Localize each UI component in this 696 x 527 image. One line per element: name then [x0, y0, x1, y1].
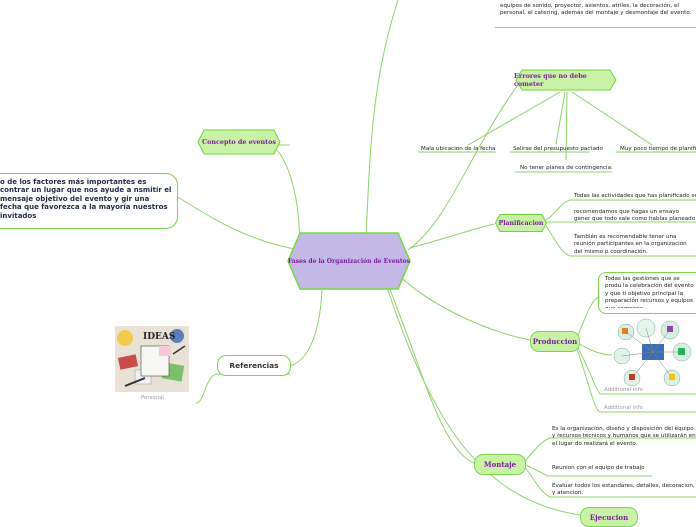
produccion-image	[612, 318, 696, 388]
produccion-additional-2[interactable]: Additional info	[604, 405, 643, 411]
errores-item-2[interactable]: Salirse del presupuesto pactado	[513, 146, 603, 152]
ideas-word: IDEAS	[143, 332, 176, 342]
concepto-callout-text: o de los factores más importantes es con…	[0, 178, 172, 220]
top-note: equipos de sonido, proyector, asientos, …	[500, 3, 692, 17]
errores-item-1[interactable]: Mala ubicacion de la fecha	[421, 146, 496, 152]
errores-item-3[interactable]: No tener planes de contingencia.	[520, 165, 613, 171]
planificacion-item-1[interactable]: Todas las actividades que has planificad…	[574, 193, 696, 199]
ideas-illustration	[115, 326, 189, 392]
montaje-item-2[interactable]: Reunion con el equipo de trabajo	[552, 465, 645, 471]
ejecucion-node[interactable]: Ejecucion	[580, 507, 638, 527]
errores-label: Errores que no debe cometer	[514, 72, 587, 88]
planificacion-shape	[494, 214, 548, 232]
network-illustration	[613, 318, 692, 387]
planificacion-label: Planificacion	[498, 219, 544, 227]
produccion-additional-1[interactable]: Additional info	[604, 387, 643, 393]
top-note-underline	[495, 27, 696, 28]
errores-node[interactable]: Errores que no debe cometer	[514, 68, 618, 92]
referencias-label: Referencias	[229, 361, 279, 370]
produccion-text: Todas las gestiones que se produ la cele…	[605, 276, 694, 308]
ejecucion-label: Ejecucion	[589, 512, 629, 522]
concepto-node[interactable]: Concepto de eventos	[196, 128, 282, 156]
concepto-label: Concepto de eventos	[202, 138, 276, 146]
produccion-node[interactable]: Produccion	[530, 331, 580, 352]
planificacion-item-2[interactable]: recomendamos que hagas un ensayo gener q…	[574, 209, 696, 223]
errores-item-4[interactable]: Muy poco tiempo de planific	[620, 146, 696, 152]
produccion-label: Produccion	[532, 337, 578, 346]
montaje-item-3[interactable]: Evaluar todos los estandares, detalles, …	[552, 483, 695, 497]
concepto-callout[interactable]	[0, 173, 178, 229]
produccion-callout[interactable]	[598, 272, 696, 314]
central-hexagon-shape	[287, 232, 411, 290]
ideas-image: IDEAS	[115, 326, 189, 392]
montaje-label: Montaje	[483, 460, 517, 469]
concepto-shape	[197, 129, 281, 155]
planificacion-node[interactable]: Planificacion	[494, 213, 548, 233]
image-caption: Personal	[141, 395, 164, 401]
montaje-node[interactable]: Montaje	[474, 454, 526, 475]
planificacion-item-3[interactable]: También es recomendable tener una reunió…	[574, 234, 687, 255]
referencias-node[interactable]: Referencias	[217, 355, 291, 376]
central-label: Fases de la Organización de Eventos	[287, 257, 411, 265]
errores-shape	[515, 69, 617, 91]
central-topic[interactable]: Fases de la Organización de Eventos	[286, 231, 412, 291]
montaje-item-1[interactable]: Es la organización, diseño y disposición…	[552, 426, 696, 447]
